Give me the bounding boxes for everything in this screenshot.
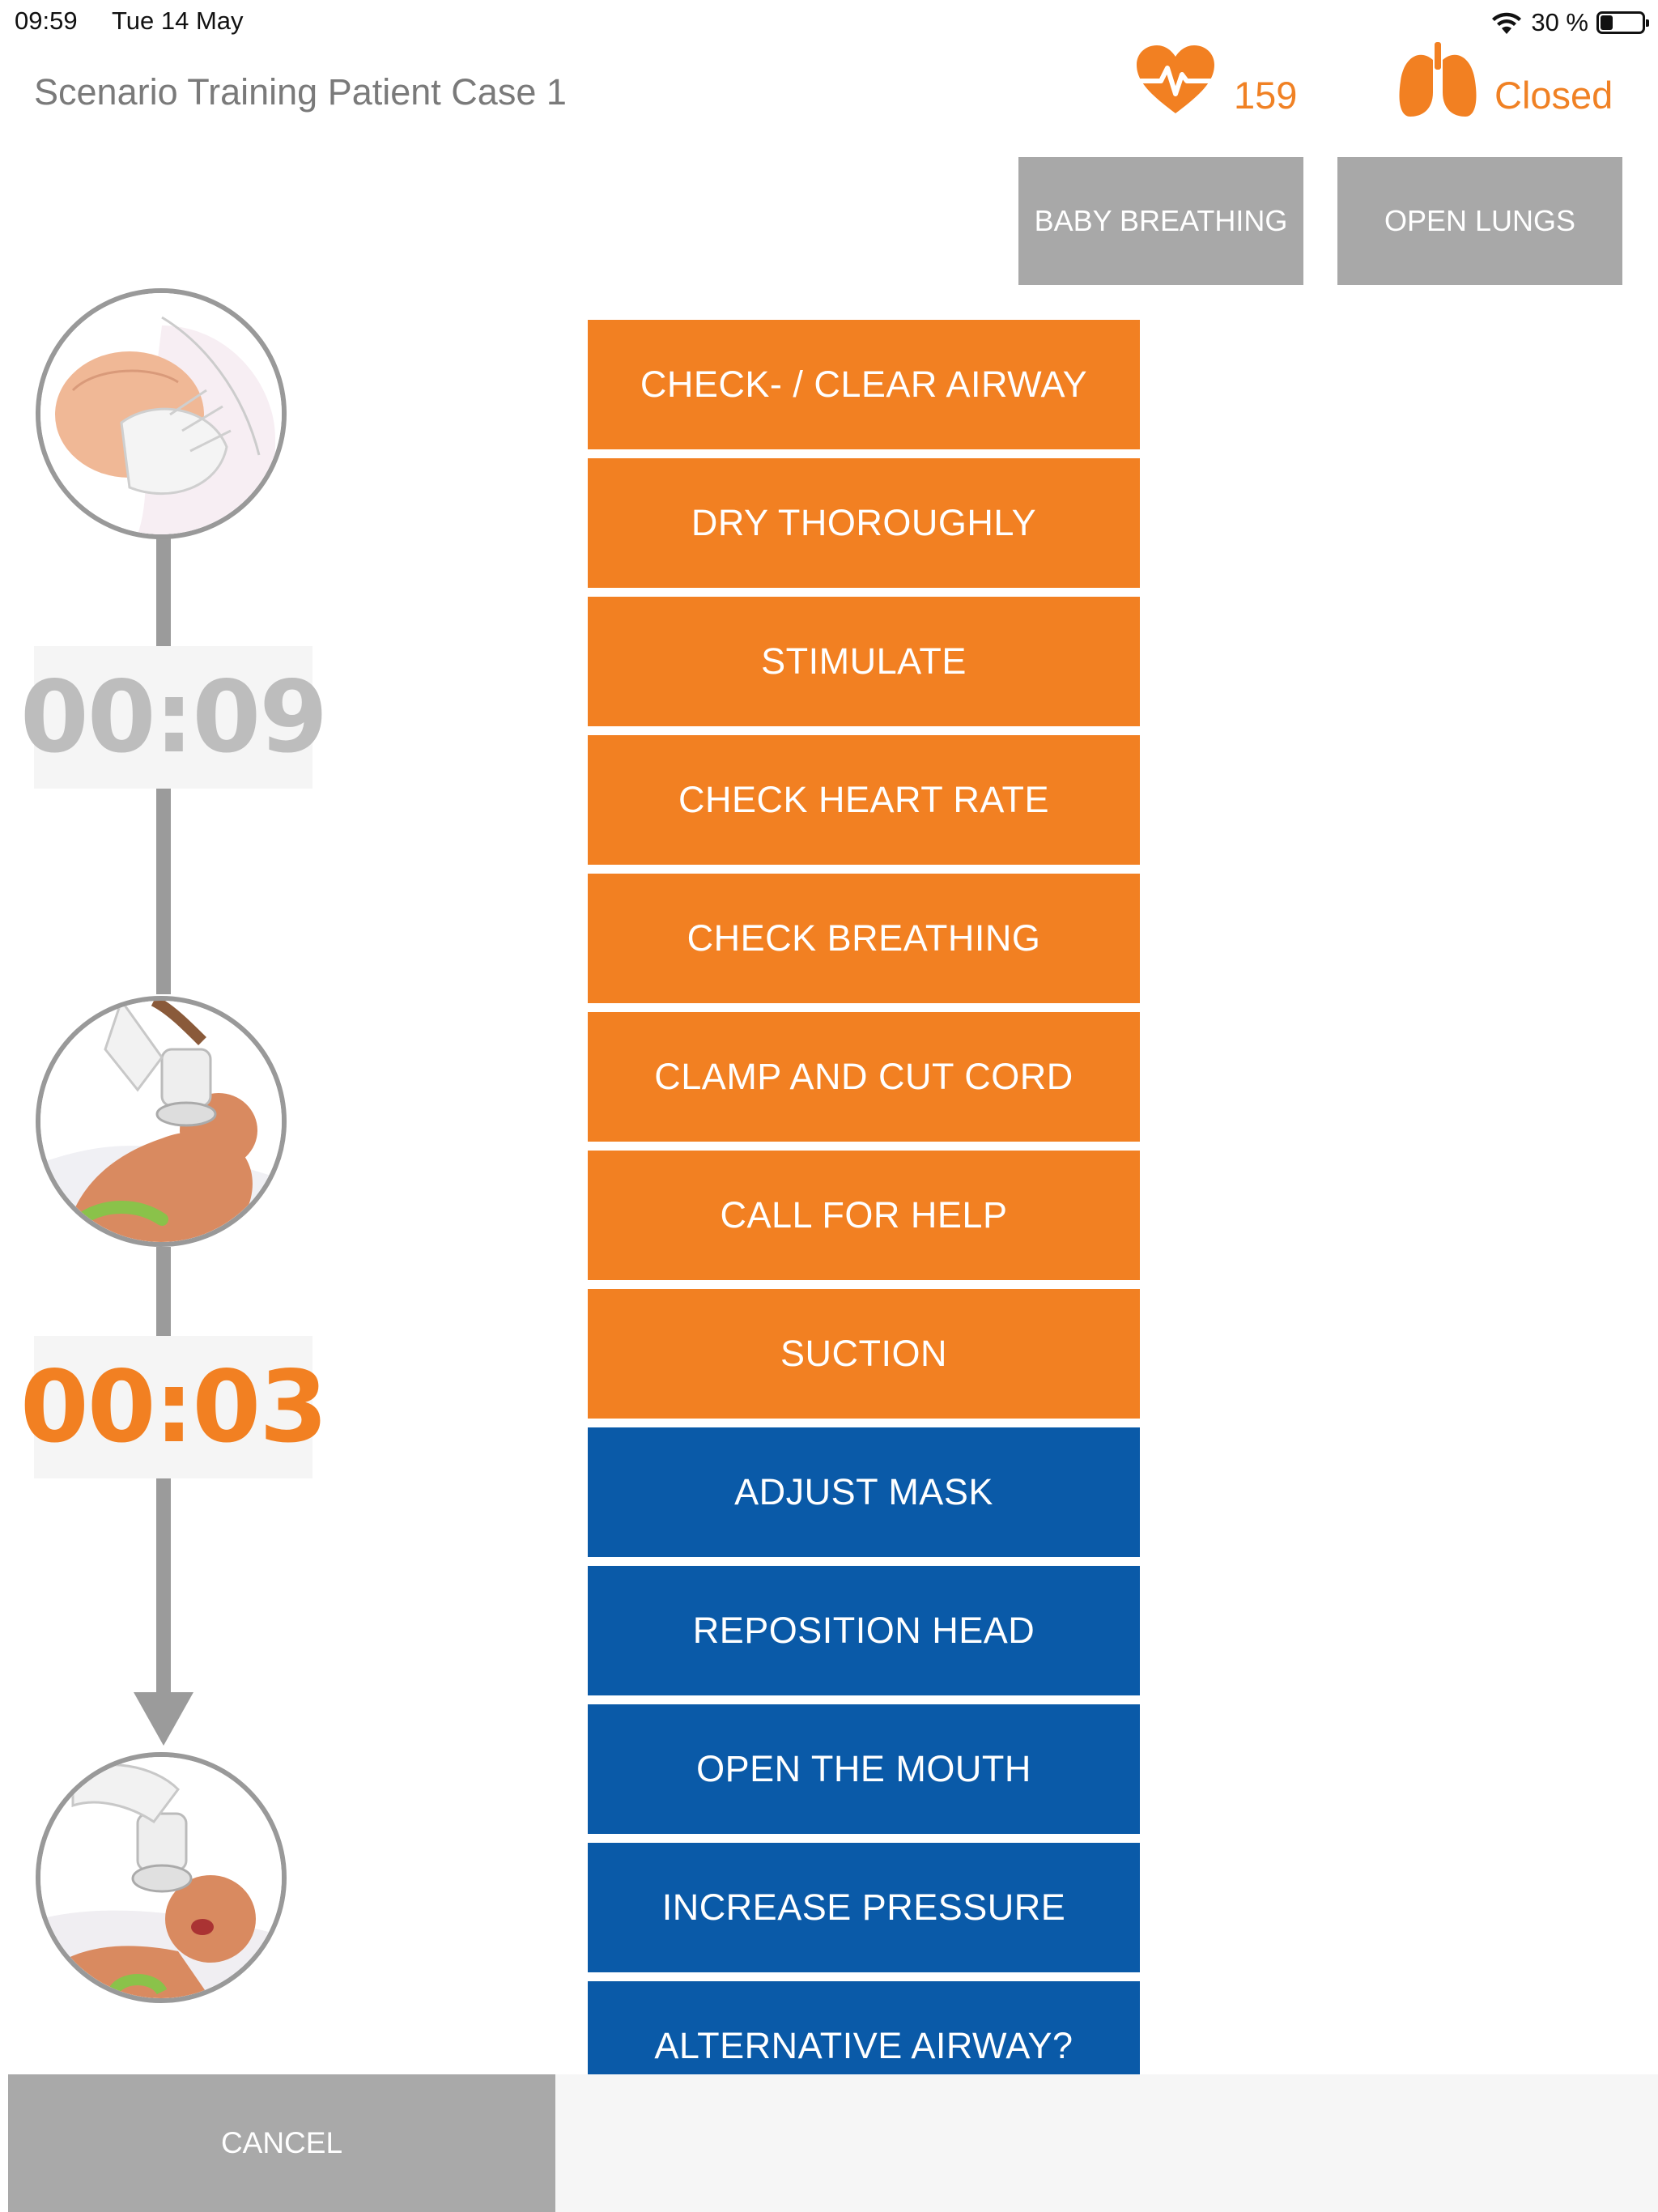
timeline-connector [156, 534, 171, 648]
suction-button[interactable]: SUCTION [588, 1289, 1140, 1419]
reposition-head-button[interactable]: REPOSITION HEAD [588, 1566, 1140, 1695]
page-title: Scenario Training Patient Case 1 [34, 71, 567, 113]
step-mask-illustration [36, 996, 287, 1247]
timeline-connector [156, 787, 171, 994]
bottom-panel [555, 2074, 1658, 2212]
timeline-connector [156, 1475, 171, 1702]
status-indicators: 30 % [1490, 6, 1649, 39]
status-date: Tue 14 May [112, 6, 244, 35]
clamp-cut-cord-button[interactable]: CLAMP AND CUT CORD [588, 1012, 1140, 1142]
step-breathing-illustration [36, 1752, 287, 2003]
timeline-arrow-icon [134, 1692, 193, 1746]
baby-breathing-button[interactable]: BABY BREATHING [1018, 157, 1303, 285]
check-clear-airway-button[interactable]: CHECK- / CLEAR AIRWAY [588, 320, 1140, 449]
cancel-button[interactable]: CANCEL [8, 2074, 555, 2212]
baby-head-icon [40, 293, 282, 534]
status-time: 09:59 [15, 6, 78, 35]
adjust-mask-button[interactable]: ADJUST MASK [588, 1427, 1140, 1557]
breathing-baby-icon [40, 1757, 282, 1998]
stimulate-button[interactable]: STIMULATE [588, 597, 1140, 726]
battery-percent: 30 % [1531, 8, 1588, 36]
check-heart-rate-button[interactable]: CHECK HEART RATE [588, 735, 1140, 865]
battery-icon [1596, 11, 1649, 34]
wifi-icon [1492, 12, 1522, 34]
mask-ventilation-icon [40, 1001, 282, 1242]
heart-rate-icon [1137, 45, 1214, 113]
increase-pressure-button[interactable]: INCREASE PRESSURE [588, 1843, 1140, 1972]
timeline-connector [156, 1247, 171, 1336]
battery-level [1601, 15, 1613, 30]
step-airway-illustration [36, 288, 287, 539]
lungs-icon [1399, 42, 1477, 117]
call-for-help-button[interactable]: CALL FOR HELP [588, 1151, 1140, 1280]
elapsed-timer-first: 00:09 [20, 646, 328, 789]
check-breathing-button[interactable]: CHECK BREATHING [588, 874, 1140, 1003]
open-mouth-button[interactable]: OPEN THE MOUTH [588, 1704, 1140, 1834]
elapsed-timer-second: 00:03 [20, 1336, 328, 1478]
heart-rate-value: 159 [1234, 74, 1298, 117]
dry-thoroughly-button[interactable]: DRY THOROUGHLY [588, 458, 1140, 588]
lung-state-value: Closed [1494, 74, 1613, 117]
open-lungs-button[interactable]: OPEN LUNGS [1337, 157, 1622, 285]
